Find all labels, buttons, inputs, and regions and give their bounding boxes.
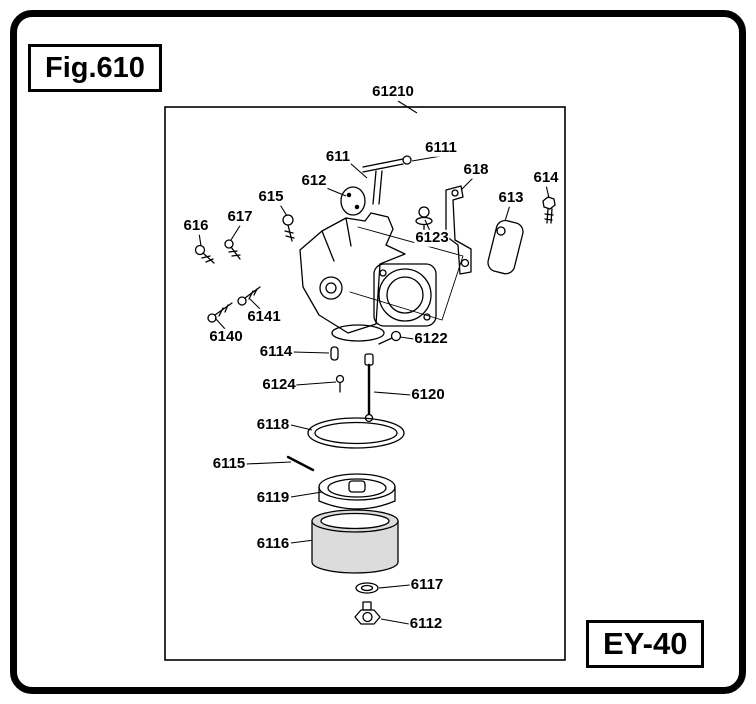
part-choke-lever: [362, 155, 412, 205]
leader-6111: [411, 155, 442, 162]
part-screw-617: [224, 239, 241, 260]
part-label-6123: 6123: [414, 228, 450, 247]
part-screw-6141: [237, 286, 261, 306]
part-label-6111: 6111: [424, 138, 458, 157]
figure-number-box: Fig.610: [28, 44, 162, 92]
part-screw-6123: [415, 206, 433, 232]
diagram-border: [164, 106, 566, 661]
part-float-bowl-6116: [311, 509, 399, 574]
leader-6124: [295, 381, 337, 386]
outer-frame: [10, 10, 746, 694]
part-label-6140: 6140: [208, 327, 244, 346]
part-label-6117: 6117: [409, 575, 445, 594]
leader-6141: [249, 298, 262, 311]
part-label-6120: 6120: [410, 385, 446, 404]
part-bracket-618: [445, 185, 472, 275]
part-label-612: 612: [300, 171, 328, 190]
leader-6114: [292, 351, 330, 354]
part-label-6122: 6122: [413, 329, 449, 348]
leader-6120: [373, 391, 412, 396]
part-label-618: 618: [462, 160, 490, 179]
leader-613: [504, 204, 511, 222]
model-number-box: EY-40: [586, 620, 705, 668]
leader-6119: [290, 491, 323, 498]
part-label-613: 613: [497, 188, 525, 207]
part-label-6118: 6118: [255, 415, 291, 434]
part-screw-616: [194, 244, 215, 264]
part-label-61210: 61210: [371, 82, 415, 101]
leader-618: [460, 176, 475, 191]
part-drain-nut-6112: [354, 601, 381, 625]
part-label-6141: 6141: [246, 307, 282, 326]
leader-617: [230, 223, 242, 241]
leader-6112: [380, 618, 410, 625]
part-float-6119: [318, 473, 396, 510]
part-gasket-6117: [355, 582, 379, 594]
part-label-6124: 6124: [261, 375, 297, 394]
part-label-615: 615: [257, 187, 285, 206]
figure-number: Fig.610: [45, 51, 145, 84]
part-label-6115: 6115: [211, 454, 247, 473]
part-screw-6122: [378, 330, 402, 345]
part-needle-valve-6124: [335, 374, 345, 393]
leader-611: [349, 162, 368, 179]
part-screw-615: [282, 214, 295, 242]
leader-6140: [214, 317, 227, 331]
leader-6123: [424, 219, 431, 232]
part-label-611: 611: [324, 147, 352, 166]
part-plate-613: [487, 219, 524, 275]
leader-614: [545, 184, 550, 199]
part-label-616: 616: [182, 216, 210, 235]
part-label-6114: 6114: [258, 342, 294, 361]
leader-6117: [378, 584, 411, 589]
part-float-pin-6114: [330, 346, 339, 361]
leader-61210: [397, 100, 418, 114]
leader-lines: [198, 100, 550, 625]
part-carburetor-body: [299, 212, 464, 342]
part-main-nozzle-6120: [364, 353, 374, 423]
leader-6122: [399, 336, 415, 340]
model-number: EY-40: [603, 626, 688, 661]
part-label-6112: 6112: [408, 614, 444, 633]
part-label-617: 617: [226, 207, 254, 226]
carburetor-parts: [194, 155, 556, 625]
part-pin-6115: [286, 455, 315, 472]
leader-6118: [290, 424, 313, 431]
leader-6116: [290, 539, 315, 544]
part-label-614: 614: [532, 168, 560, 187]
part-label-6116: 6116: [255, 534, 291, 553]
part-screw-6140: [207, 302, 233, 323]
part-label-6119: 6119: [255, 488, 291, 507]
part-choke-plate: [340, 186, 366, 216]
leader-616: [198, 232, 202, 247]
part-bolt-614: [542, 196, 556, 224]
leader-6115: [245, 461, 292, 465]
part-bowl-gasket-6118: [307, 417, 405, 449]
